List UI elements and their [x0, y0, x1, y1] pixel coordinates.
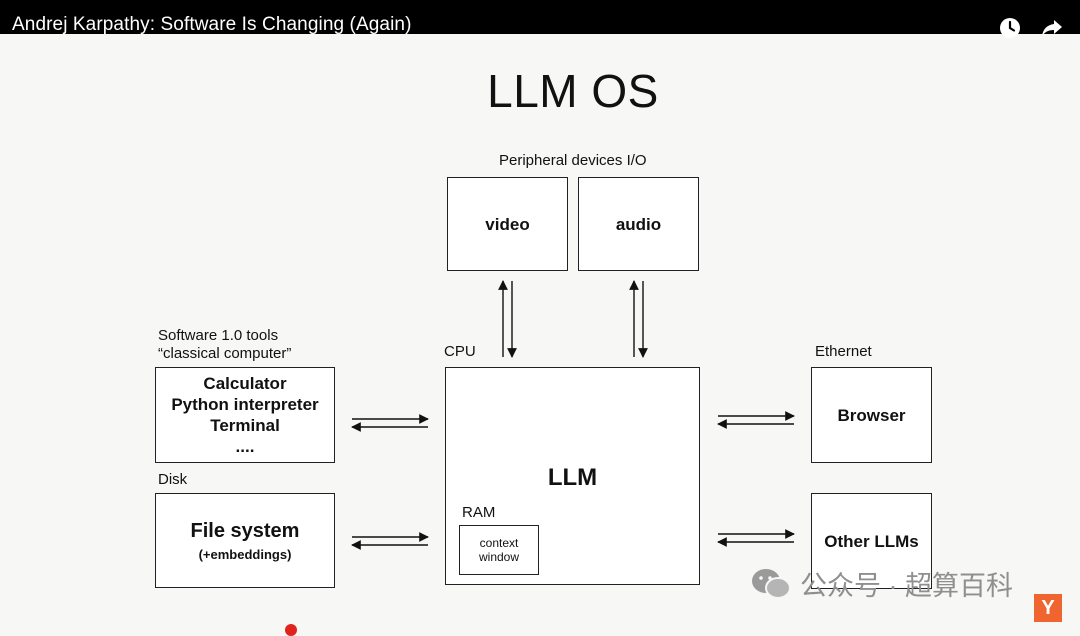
tools-item-terminal: Terminal — [210, 416, 280, 435]
audio-box-label: audio — [615, 214, 662, 234]
other-llms-box-label: Other LLMs — [824, 531, 919, 551]
other-llms-box: Other LLMs — [811, 493, 932, 589]
ycombinator-badge[interactable]: Y — [1034, 594, 1062, 622]
watermark-text: 公众号 · 超算百科 — [800, 571, 1013, 601]
ram-label: RAM — [462, 504, 496, 521]
video-box: video — [447, 177, 568, 271]
video-top-bar: Andrej Karpathy: Software Is Changing (A… — [0, 0, 1080, 38]
video-box-label: video — [485, 214, 530, 234]
cpu-label: CPU — [444, 343, 476, 360]
tools-item-calculator: Calculator — [203, 374, 287, 393]
context-window-box: context window — [459, 525, 539, 575]
disk-label: Disk — [158, 471, 188, 488]
llm-label: LLM — [547, 464, 598, 491]
peripheral-label: Peripheral devices I/O — [499, 152, 647, 169]
tools-item-ellipsis: .... — [235, 437, 255, 456]
tools-label-line1: Software 1.0 tools — [158, 327, 279, 344]
browser-box: Browser — [811, 367, 932, 463]
top-icons — [998, 16, 1064, 40]
context-window-line1: context — [479, 536, 519, 550]
watermark: 公众号 · 超算百科 — [750, 564, 1013, 603]
tools-box: Calculator Python interpreter Terminal .… — [155, 367, 335, 463]
file-system-box: File system (+embeddings) — [155, 493, 335, 588]
video-title[interactable]: Andrej Karpathy: Software Is Changing (A… — [12, 14, 412, 35]
audio-box: audio — [578, 177, 699, 271]
context-window-line2: window — [478, 550, 520, 564]
ethernet-label: Ethernet — [815, 343, 872, 360]
browser-box-label: Browser — [837, 405, 906, 425]
share-icon[interactable] — [1040, 16, 1064, 40]
clock-icon[interactable] — [998, 16, 1022, 40]
file-system-title: File system — [190, 519, 300, 542]
tools-item-python: Python interpreter — [171, 395, 319, 414]
file-system-subtitle: (+embeddings) — [198, 546, 292, 562]
progress-scrubber-dot[interactable] — [285, 624, 297, 636]
tools-label-line2: “classical computer” — [158, 345, 292, 362]
llm-box: LLM RAM context window — [445, 367, 700, 585]
wechat-icon — [752, 568, 791, 599]
slide-title: LLM OS — [487, 65, 659, 117]
